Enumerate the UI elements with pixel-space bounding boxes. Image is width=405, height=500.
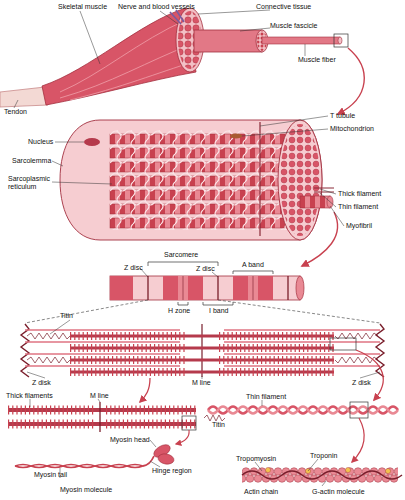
part-label: Thin filament [246, 393, 286, 401]
zoom-arrow [338, 48, 364, 114]
troponin-shape [385, 468, 390, 473]
zoom-lines [25, 300, 380, 323]
part-label: I band [209, 307, 228, 315]
part-label: Titin [60, 312, 73, 320]
zoom-arrow [302, 212, 338, 266]
part-label: Nucleus [28, 138, 53, 146]
part-label: Hinge region [152, 467, 192, 475]
part-label: Tendon [4, 108, 27, 116]
z-disk-shape [21, 324, 29, 377]
nerve-vessels [170, 10, 184, 24]
troponin-shape [345, 467, 350, 472]
part-label: Skeletal muscle [58, 3, 107, 11]
zoom-arrow [176, 430, 189, 444]
myosin-head-shape [157, 453, 174, 466]
zoom-arrow [352, 418, 364, 462]
part-label: Myosin tail [34, 471, 67, 479]
myosin-heads [8, 410, 196, 424]
part-label: Troponin [310, 452, 337, 460]
titin-springs [27, 333, 378, 363]
part-label: Thick filaments [6, 392, 53, 400]
part-label: H zone [168, 307, 190, 315]
part-label: Titin [212, 421, 225, 429]
z-disk-shape [376, 324, 384, 377]
part-label: Z disc [196, 265, 215, 273]
mitochondrion-shape [230, 134, 242, 139]
part-label: Z disk [352, 379, 371, 387]
myosin-heads [70, 336, 334, 372]
thin-filament-strand [208, 407, 398, 414]
muscle-fiber-shape [262, 37, 340, 44]
tendon-shape [0, 87, 48, 107]
tropomyosin-shape [242, 471, 402, 479]
inset-box [182, 416, 196, 430]
part-label: M line [192, 379, 211, 387]
a-band-shape [110, 276, 133, 300]
inset-box [330, 338, 356, 350]
part-label: M line [90, 392, 109, 400]
actin-chain-shape [242, 467, 398, 483]
thick-filament-cores [70, 336, 334, 372]
t-tubule [259, 122, 260, 236]
zoom-arrow [140, 378, 150, 402]
thick-filament-rods [8, 410, 196, 424]
muscle-striations [60, 20, 193, 100]
bracket-lines [148, 262, 273, 305]
leader-lines [14, 10, 380, 486]
part-label: Sarcomere [164, 251, 198, 259]
nucleus-shape [84, 138, 100, 146]
hinge-shape [143, 456, 154, 466]
myofibril-cylinder [110, 276, 300, 300]
inset-box [350, 402, 368, 418]
part-label: Myosin head [110, 436, 150, 444]
inset-box [334, 34, 348, 47]
part-label: A band [242, 261, 264, 269]
part-label: Muscle fiber [298, 56, 336, 64]
part-label: Actin chain [244, 488, 278, 496]
part-label: Tropomyosin [236, 455, 276, 463]
titin-spring [204, 415, 225, 421]
muscle-body [42, 8, 196, 105]
z-discs [148, 276, 288, 300]
part-label: Sarcolemma [12, 157, 51, 165]
part-label: Z disk [32, 379, 51, 387]
m-line-shape [201, 324, 202, 377]
thin-filament-strand [208, 407, 398, 414]
fiber-sarcolemma [60, 120, 322, 240]
m-line-shape [99, 402, 100, 432]
fiber-end [278, 120, 322, 240]
fascicle-body [194, 30, 262, 52]
myofibril-end [296, 276, 304, 300]
troponin-shape [265, 467, 270, 472]
part-label: Myosin molecule [60, 486, 112, 494]
myofibril-ends [280, 124, 320, 236]
part-label: T tubule [330, 112, 355, 120]
part-label: Sarcoplasmic reticulum [8, 175, 52, 190]
part-label: Thin filament [338, 203, 378, 211]
myosin-tail-shape [15, 465, 143, 468]
part-label: Thick filament [338, 190, 381, 198]
fiber-end [338, 37, 342, 44]
sarcoplasmic-reticulum [110, 130, 300, 230]
part-label: G-actin molecule [312, 488, 365, 496]
part-label: Muscle fascicle [270, 22, 317, 30]
part-label: Nerve and blood vessels [118, 3, 195, 11]
part-label: Z disc [124, 264, 143, 272]
part-label: Connective tissue [256, 3, 311, 11]
part-label: Myofibril [346, 222, 372, 230]
part-label: Mitochondrion [330, 125, 374, 133]
